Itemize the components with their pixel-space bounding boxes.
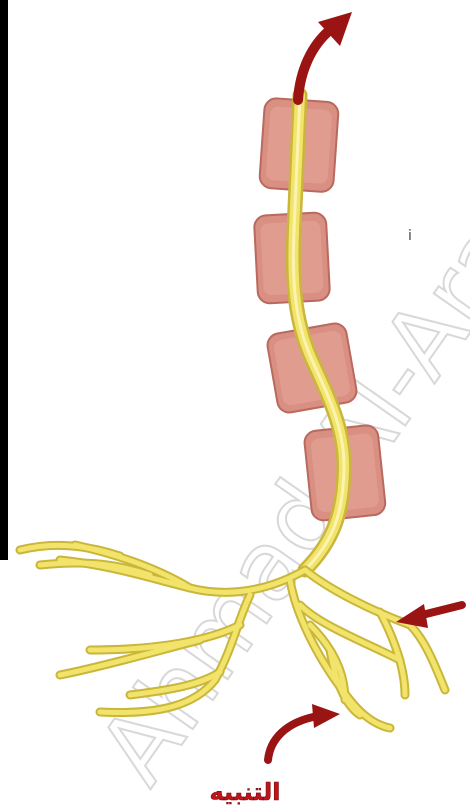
side-mark: i bbox=[408, 228, 412, 244]
curved-arrow-icon bbox=[268, 704, 340, 760]
left-border bbox=[0, 0, 8, 560]
stimulus-label: التنبيه bbox=[210, 778, 281, 806]
curved-arrow-up-icon bbox=[298, 12, 352, 100]
